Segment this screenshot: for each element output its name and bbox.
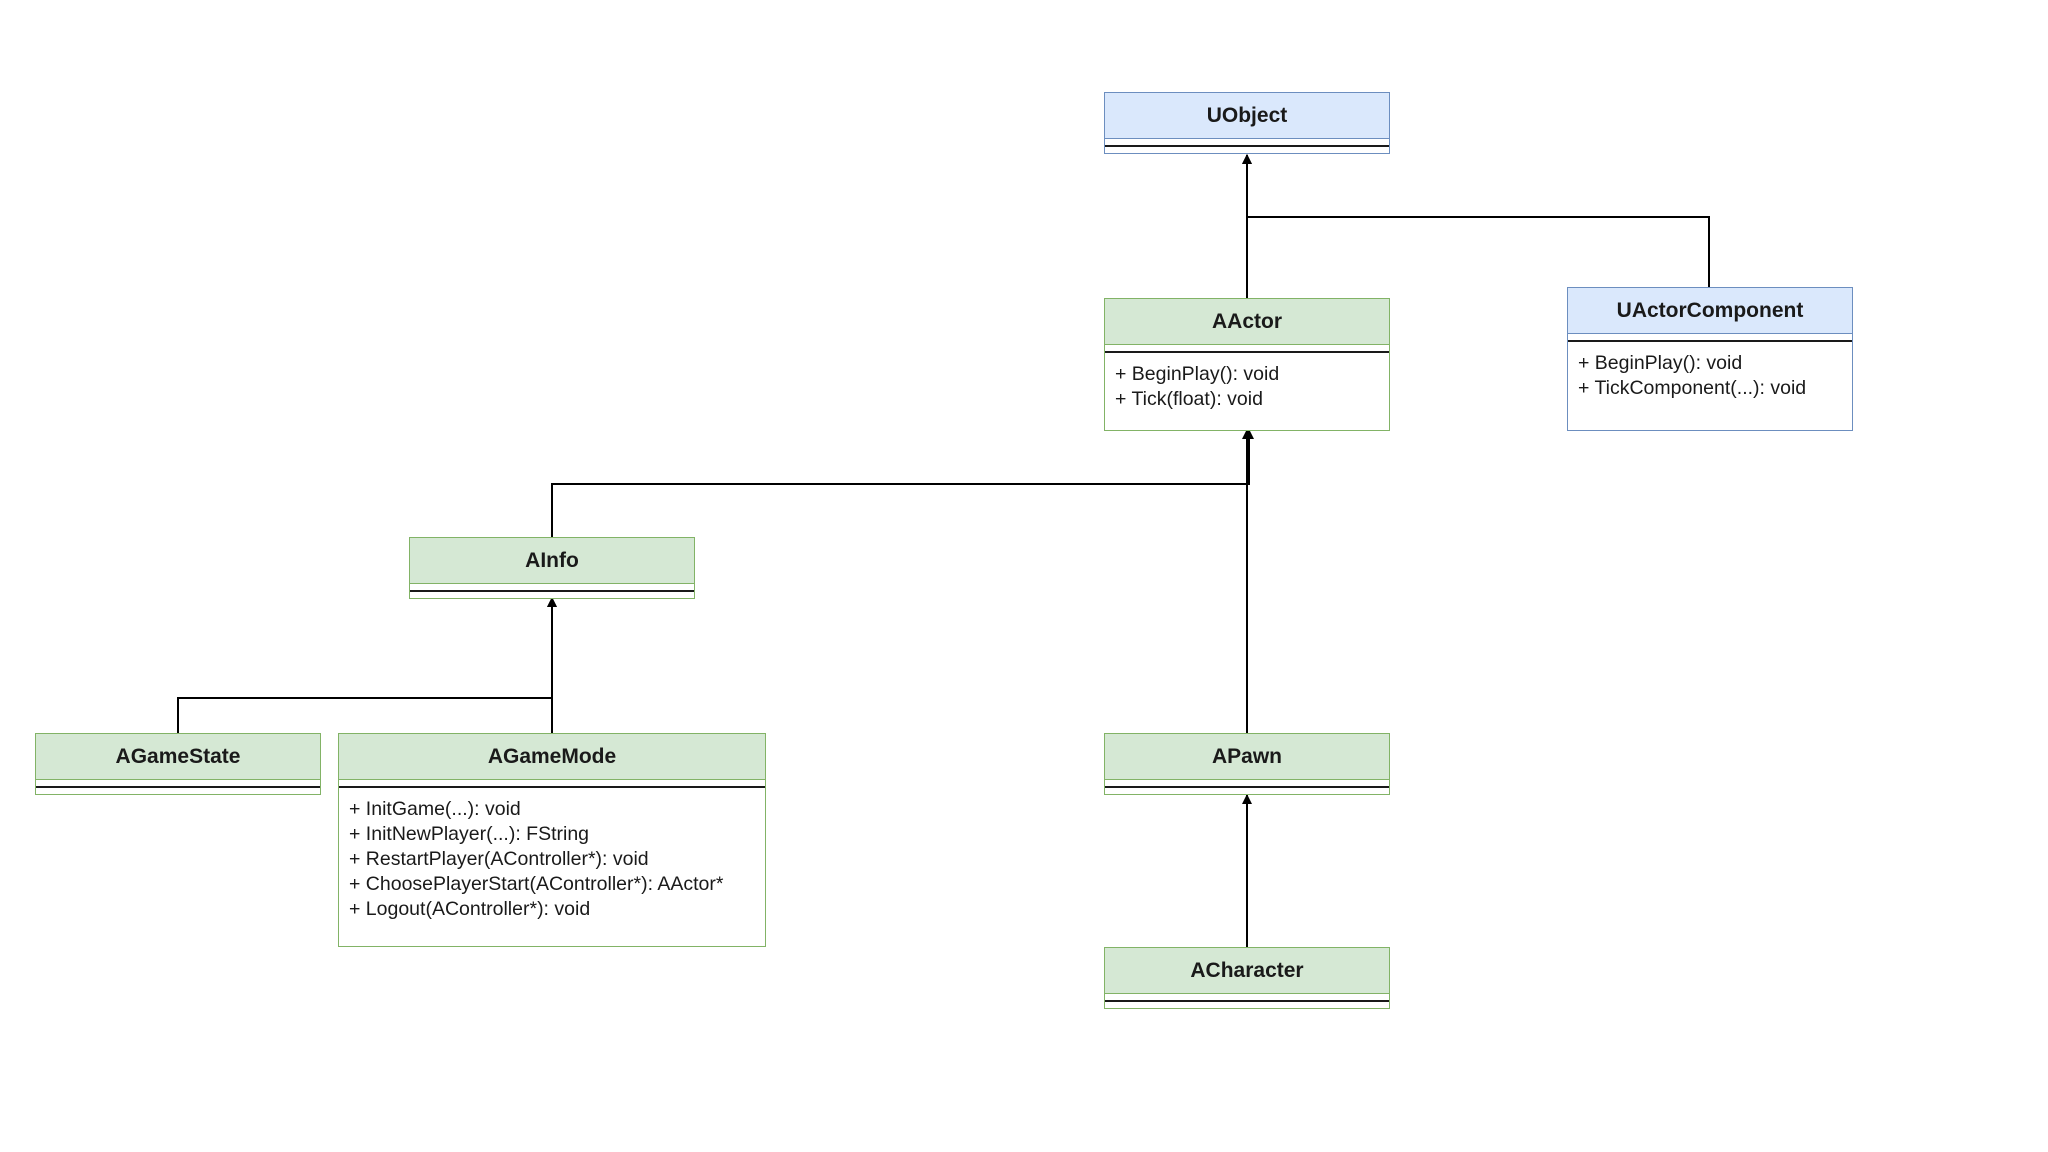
edge-uactorcomponent-to-uobject: [1242, 154, 1710, 287]
class-apawn-attributes: [1105, 780, 1389, 788]
class-agamestate-name: AGameState: [36, 734, 320, 780]
class-uobject-attributes: [1105, 139, 1389, 147]
class-agamestate-attributes: [36, 780, 320, 788]
class-uactorcomponent[interactable]: UActorComponent + BeginPlay(): void + Ti…: [1567, 287, 1853, 431]
class-acharacter-attributes: [1105, 994, 1389, 1002]
class-uactorcomponent-methods: + BeginPlay(): void + TickComponent(...)…: [1568, 342, 1852, 401]
class-aactor-name: AActor: [1105, 299, 1389, 345]
class-agamestate[interactable]: AGameState: [35, 733, 321, 795]
method: + InitNewPlayer(...): FString: [349, 823, 590, 845]
class-agamemode-attributes: [339, 780, 765, 788]
class-ainfo[interactable]: AInfo: [409, 537, 695, 599]
method: + Tick(float): void: [1115, 388, 1263, 410]
method: + TickComponent(...): void: [1578, 377, 1807, 399]
class-uobject-name: UObject: [1105, 93, 1389, 139]
edge-ainfo-to-aactor: [551, 429, 1254, 537]
class-uactorcomponent-name: UActorComponent: [1568, 288, 1852, 334]
class-ainfo-attributes: [410, 584, 694, 592]
class-aactor-methods: + BeginPlay(): void + Tick(float): void: [1105, 353, 1389, 412]
class-agamemode-methods: + InitGame(...): void + InitNewPlayer(..…: [339, 788, 765, 922]
method: + BeginPlay(): void: [1578, 352, 1743, 374]
class-agamemode-name: AGameMode: [339, 734, 765, 780]
edge-agamestate-to-ainfo: [177, 597, 557, 733]
class-ainfo-name: AInfo: [410, 538, 694, 584]
method: + ChoosePlayerStart(AController*): AActo…: [349, 873, 724, 895]
class-acharacter-name: ACharacter: [1105, 948, 1389, 994]
class-aactor[interactable]: AActor + BeginPlay(): void + Tick(float)…: [1104, 298, 1390, 431]
method: + BeginPlay(): void: [1115, 363, 1280, 385]
class-uactorcomponent-attributes: [1568, 334, 1852, 342]
method: + Logout(AController*): void: [349, 898, 591, 920]
class-aactor-attributes: [1105, 345, 1389, 353]
method: + RestartPlayer(AController*): void: [349, 848, 649, 870]
class-uobject[interactable]: UObject: [1104, 92, 1390, 154]
class-agamemode[interactable]: AGameMode + InitGame(...): void + InitNe…: [338, 733, 766, 947]
class-apawn[interactable]: APawn: [1104, 733, 1390, 795]
method: + InitGame(...): void: [349, 798, 521, 820]
class-apawn-name: APawn: [1105, 734, 1389, 780]
class-acharacter[interactable]: ACharacter: [1104, 947, 1390, 1009]
